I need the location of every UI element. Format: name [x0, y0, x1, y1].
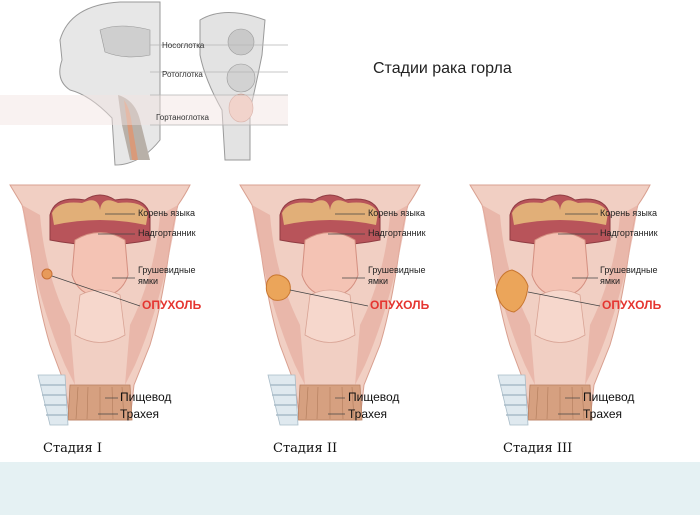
label-esophagus: Пищевод — [120, 390, 172, 404]
label-tongue-root: Корень языка — [138, 208, 196, 218]
stage-2-caption: Стадия II — [273, 441, 338, 456]
label-epiglottis: Надгортанник — [600, 228, 658, 238]
bottom-band — [0, 462, 700, 515]
tumor-stage-3 — [495, 269, 529, 313]
tumor-stage-1 — [41, 268, 53, 280]
label-laryngopharynx: Гортаноглотка — [156, 113, 209, 122]
label-nasopharynx: Носоглотка — [162, 41, 205, 50]
label-epiglottis: Надгортанник — [368, 228, 426, 238]
label-tumor: ОПУХОЛЬ — [602, 298, 662, 312]
label-epiglottis: Надгортанник — [138, 228, 196, 238]
label-esophagus: Пищевод — [583, 390, 635, 404]
diagram-title: Стадии рака горла — [373, 60, 512, 77]
label-esophagus: Пищевод — [348, 390, 400, 404]
label-trachea: Трахея — [120, 407, 160, 421]
stage-1-caption: Стадия I — [43, 441, 103, 456]
label-tongue-root: Корень языка — [600, 208, 658, 218]
label-trachea: Трахея — [348, 407, 388, 421]
stage-3-caption: Стадия III — [503, 441, 573, 456]
label-trachea: Трахея — [583, 407, 623, 421]
tumor-stage-2 — [265, 274, 291, 301]
label-tumor: ОПУХОЛЬ — [370, 298, 430, 312]
label-tumor: ОПУХОЛЬ — [142, 298, 202, 312]
label-oropharynx: Ротоглотка — [162, 70, 203, 79]
label-tongue-root: Корень языка — [368, 208, 426, 218]
